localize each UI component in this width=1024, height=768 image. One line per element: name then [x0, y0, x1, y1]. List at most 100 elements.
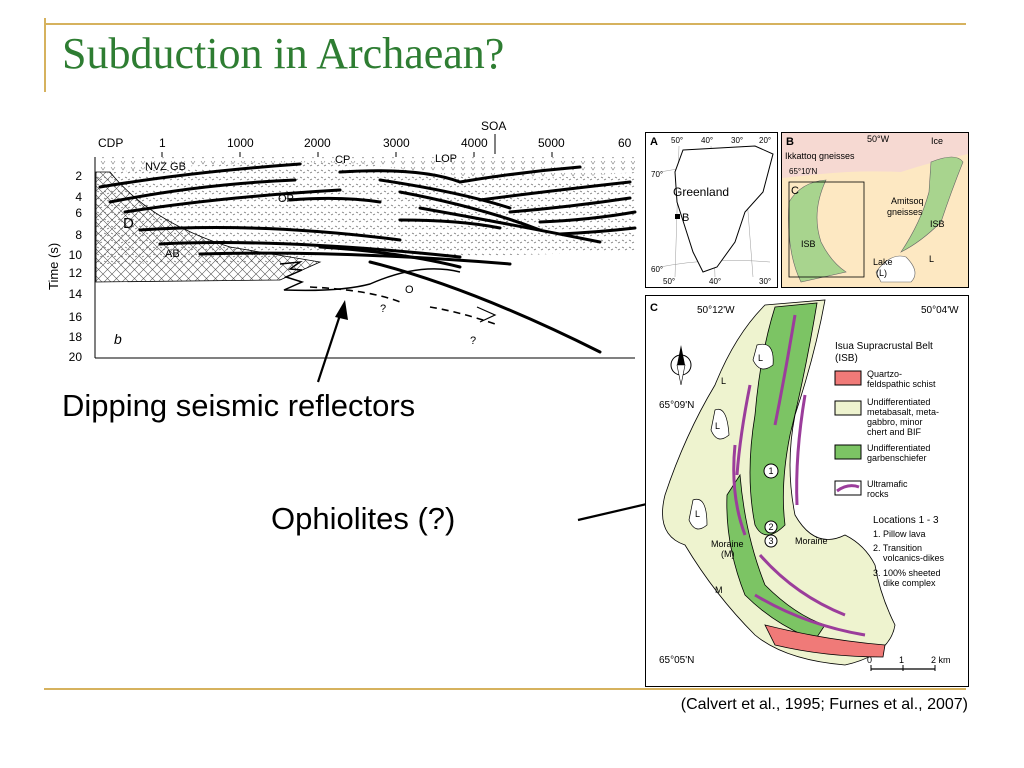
slide-title: Subduction in Archaean?	[62, 29, 505, 78]
seismic-label-1: 1	[159, 136, 166, 150]
svg-text:C: C	[791, 185, 799, 197]
seismic-unit-nvzgb: NVZ GB	[145, 161, 186, 173]
svg-text:40°: 40°	[709, 277, 721, 286]
svg-text:Amitsoq: Amitsoq	[891, 196, 924, 206]
map-b-letter: B	[786, 136, 794, 148]
svg-text:garbenschiefer: garbenschiefer	[867, 453, 927, 463]
svg-text:Moraine: Moraine	[711, 539, 744, 549]
map-c-coord-n1: 65°09'N	[659, 400, 694, 411]
svg-text:Ultramafic: Ultramafic	[867, 479, 908, 489]
svg-text:1: 1	[768, 466, 773, 476]
slide-rule-bottom	[44, 688, 966, 690]
map-b-isua-region: B 50°W Ice Ikkattoq gneisses 65°10'N C A…	[781, 132, 969, 288]
svg-text:50°W: 50°W	[867, 134, 890, 144]
ophiolites-label: Ophiolites (?)	[271, 501, 456, 536]
map-c-coord-w1: 50°12'W	[697, 305, 735, 316]
svg-text:65°10'N: 65°10'N	[789, 167, 818, 176]
svg-text:gneisses: gneisses	[887, 207, 923, 217]
map-a-greenland: A 50° 40° 30° 20° 50° 40° 30° 70° 60° Gr…	[645, 132, 778, 288]
svg-text:1. Pillow lava: 1. Pillow lava	[873, 529, 926, 539]
svg-text:volcanics-dikes: volcanics-dikes	[883, 553, 945, 563]
svg-text:ISB: ISB	[930, 219, 945, 229]
legend-title-1: Isua Supracrustal Belt	[835, 341, 933, 352]
y-tick-6: 6	[75, 206, 82, 220]
y-tick-8: 8	[75, 228, 82, 242]
svg-text:60°: 60°	[651, 265, 663, 274]
map-c-coord-n2: 65°05'N	[659, 655, 694, 666]
svg-text:L: L	[721, 376, 726, 386]
y-tick-20: 20	[69, 350, 83, 364]
svg-text:chert and BIF: chert and BIF	[867, 427, 922, 437]
seismic-label-soa: SOA	[481, 119, 506, 133]
y-tick-16: 16	[69, 310, 83, 324]
svg-text:L: L	[695, 509, 700, 519]
svg-text:M: M	[715, 585, 723, 595]
seismic-panel-letter: b	[114, 331, 122, 347]
svg-text:30°: 30°	[731, 136, 743, 145]
y-tick-18: 18	[69, 330, 83, 344]
legend-title-2: (ISB)	[835, 353, 858, 364]
seismic-y-axis-title: Time (s)	[46, 243, 61, 290]
svg-text:metabasalt, meta-: metabasalt, meta-	[867, 407, 939, 417]
svg-text:70°: 70°	[651, 170, 663, 179]
svg-text:3. 100% sheeted: 3. 100% sheeted	[873, 568, 941, 578]
seismic-unit-ab: AB	[165, 248, 180, 260]
svg-text:Moraine: Moraine	[795, 536, 828, 546]
y-tick-14: 14	[69, 287, 83, 301]
svg-text:50°: 50°	[663, 277, 675, 286]
locations-title: Locations 1 - 3	[873, 515, 939, 526]
seismic-unit-cp: CP	[335, 154, 350, 166]
seismic-unit-lop: LOP	[435, 153, 457, 165]
seismic-label-4000: 4000	[461, 136, 488, 150]
svg-text:dike complex: dike complex	[883, 578, 936, 588]
seismic-label-cdp: CDP	[98, 136, 123, 150]
svg-text:L: L	[929, 254, 934, 264]
seismic-section-figure: CDP 1 1000 2000 3000 4000 SOA 5000 60 Ti…	[46, 119, 637, 364]
map-c-scale-bar: 0 1 2 km	[867, 655, 951, 671]
svg-text:gabbro, minor: gabbro, minor	[867, 417, 923, 427]
svg-text:50°: 50°	[671, 136, 683, 145]
seismic-label-60: 60	[618, 136, 632, 150]
svg-text:(M): (M)	[721, 549, 735, 559]
seismic-label-5000: 5000	[538, 136, 565, 150]
slide-accent-vertical	[44, 18, 46, 92]
citation: (Calvert et al., 1995; Furnes et al., 20…	[680, 696, 968, 713]
svg-text:ISB: ISB	[801, 239, 816, 249]
y-tick-2: 2	[75, 169, 82, 183]
seismic-label-1000: 1000	[227, 136, 254, 150]
svg-text:Quartzo-: Quartzo-	[867, 369, 902, 379]
reflectors-label: Dipping seismic reflectors	[62, 388, 416, 423]
y-tick-12: 12	[69, 266, 83, 280]
map-a-letter: A	[650, 136, 658, 148]
svg-text:3: 3	[768, 536, 773, 546]
north-arrow-icon	[670, 345, 692, 386]
svg-text:Ice: Ice	[931, 136, 943, 146]
svg-text:(L): (L)	[876, 268, 887, 278]
seismic-label-3000: 3000	[383, 136, 410, 150]
svg-text:2: 2	[768, 522, 773, 532]
svg-text:Undifferentiated: Undifferentiated	[867, 397, 930, 407]
svg-text:1: 1	[899, 655, 904, 665]
svg-text:L: L	[758, 353, 763, 363]
seismic-unit-op: OP	[278, 193, 294, 205]
seismic-unit-q1: ?	[380, 303, 386, 315]
svg-text:rocks: rocks	[867, 489, 889, 499]
seismic-label-2000: 2000	[304, 136, 331, 150]
map-c-letter: C	[650, 302, 658, 314]
svg-text:L: L	[715, 421, 720, 431]
svg-text:feldspathic schist: feldspathic schist	[867, 379, 936, 389]
svg-text:2 km: 2 km	[931, 655, 951, 665]
svg-text:40°: 40°	[701, 136, 713, 145]
map-c-isua-belt: C 50°12'W 50°04'W 65°09'N 65°05'N L L L …	[645, 295, 969, 687]
svg-text:Ikkattoq gneisses: Ikkattoq gneisses	[785, 151, 855, 161]
slide-rule-top	[44, 23, 966, 25]
map-a-greenland-label: Greenland	[673, 185, 729, 199]
y-tick-4: 4	[75, 190, 82, 204]
svg-text:20°: 20°	[759, 136, 771, 145]
map-c-coord-w2: 50°04'W	[921, 305, 959, 316]
svg-text:2. Transition: 2. Transition	[873, 543, 922, 553]
map-a-marker-b: B	[682, 212, 689, 224]
svg-text:30°: 30°	[759, 277, 771, 286]
seismic-unit-d: D	[123, 215, 134, 232]
svg-text:Undifferentiated: Undifferentiated	[867, 443, 930, 453]
